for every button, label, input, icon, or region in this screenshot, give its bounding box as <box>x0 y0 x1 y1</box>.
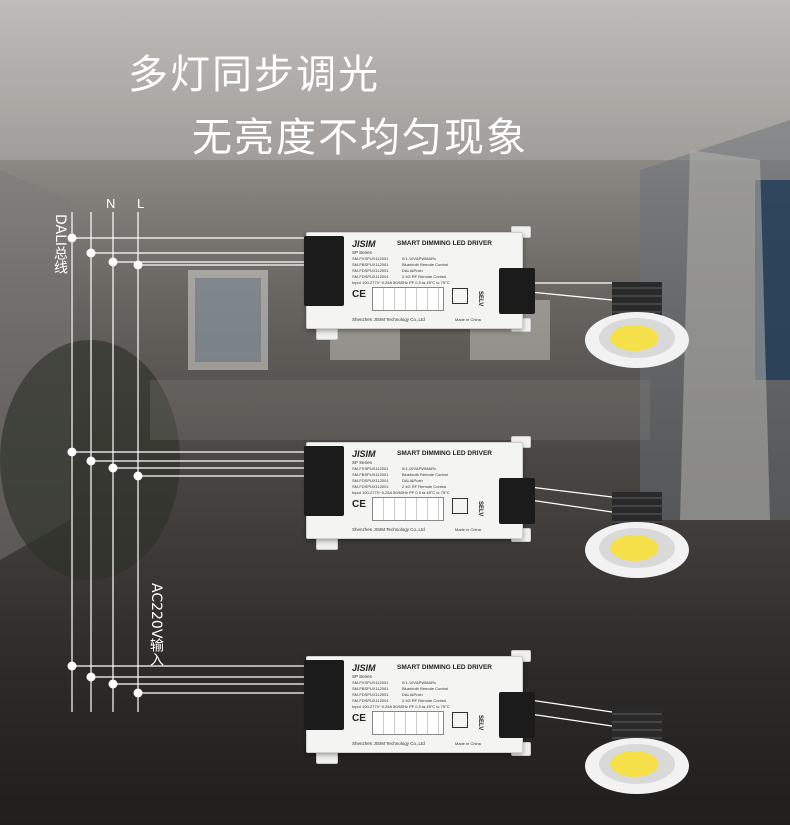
driver-brand: JISIM <box>352 239 376 249</box>
downlight-3 <box>585 708 689 794</box>
driver-input-spec: Input 100-277V~0.25A 50/60Hz PF 0.9 ta 4… <box>352 704 450 709</box>
driver-maker: Shenzhen JISIM Technology Co.,Ltd <box>352 741 425 746</box>
led-driver-2: JISIM SMART DIMMING LED DRIVER SP Series… <box>304 436 546 550</box>
ce-mark: CE <box>352 499 366 510</box>
indoor-use-icon <box>452 712 468 728</box>
dip-switch-table <box>372 287 444 311</box>
driver-brand: JISIM <box>352 663 376 673</box>
made-in-label: Made in China <box>455 741 481 746</box>
driver-maker: Shenzhen JISIM Technology Co.,Ltd <box>352 527 425 532</box>
led-driver-1: JISIM SMART DIMMING LED DRIVER SP Series… <box>304 226 546 340</box>
headline-line-2: 无亮度不均匀现象 <box>192 115 528 161</box>
ce-mark: CE <box>352 713 366 724</box>
input-terminal-block <box>304 446 344 516</box>
driver-series: SP Series <box>352 460 372 465</box>
output-terminal-block <box>499 268 535 314</box>
driver-series: SP Series <box>352 250 372 255</box>
driver-maker: Shenzhen JISIM Technology Co.,Ltd <box>352 317 425 322</box>
led-driver-3: JISIM SMART DIMMING LED DRIVER SP Series… <box>304 650 546 764</box>
indoor-use-icon <box>452 288 468 304</box>
made-in-label: Made in China <box>455 527 481 532</box>
indoor-use-icon <box>452 498 468 514</box>
input-terminal-block <box>304 236 344 306</box>
input-terminal-block <box>304 660 344 730</box>
dip-switch-table <box>372 497 444 521</box>
downlight-2 <box>585 492 689 578</box>
driver-brand: JISIM <box>352 449 376 459</box>
driver-input-spec: Input 100-277V~0.25A 50/60Hz PF 0.9 ta 4… <box>352 280 450 285</box>
ac-input-label: AC220V输入 <box>148 583 164 667</box>
dali-bus-label: DALI总线 <box>52 214 68 275</box>
driver-series: SP Series <box>352 674 372 679</box>
driver-title: SMART DIMMING LED DRIVER <box>397 240 492 247</box>
driver-title: SMART DIMMING LED DRIVER <box>397 664 492 671</box>
driver-title: SMART DIMMING LED DRIVER <box>397 450 492 457</box>
selv-mark: SELV <box>477 715 483 731</box>
selv-mark: SELV <box>477 291 483 307</box>
live-label: L <box>137 196 145 211</box>
downlight-1 <box>585 282 689 368</box>
output-terminal-block <box>499 692 535 738</box>
dip-switch-table <box>372 711 444 735</box>
output-terminal-block <box>499 478 535 524</box>
headline-line-1: 多灯同步调光 <box>128 52 380 98</box>
ce-mark: CE <box>352 289 366 300</box>
driver-input-spec: Input 100-277V~0.25A 50/60Hz PF 0.9 ta 4… <box>352 490 450 495</box>
selv-mark: SELV <box>477 501 483 517</box>
made-in-label: Made in China <box>455 317 481 322</box>
neutral-label: N <box>106 196 116 211</box>
